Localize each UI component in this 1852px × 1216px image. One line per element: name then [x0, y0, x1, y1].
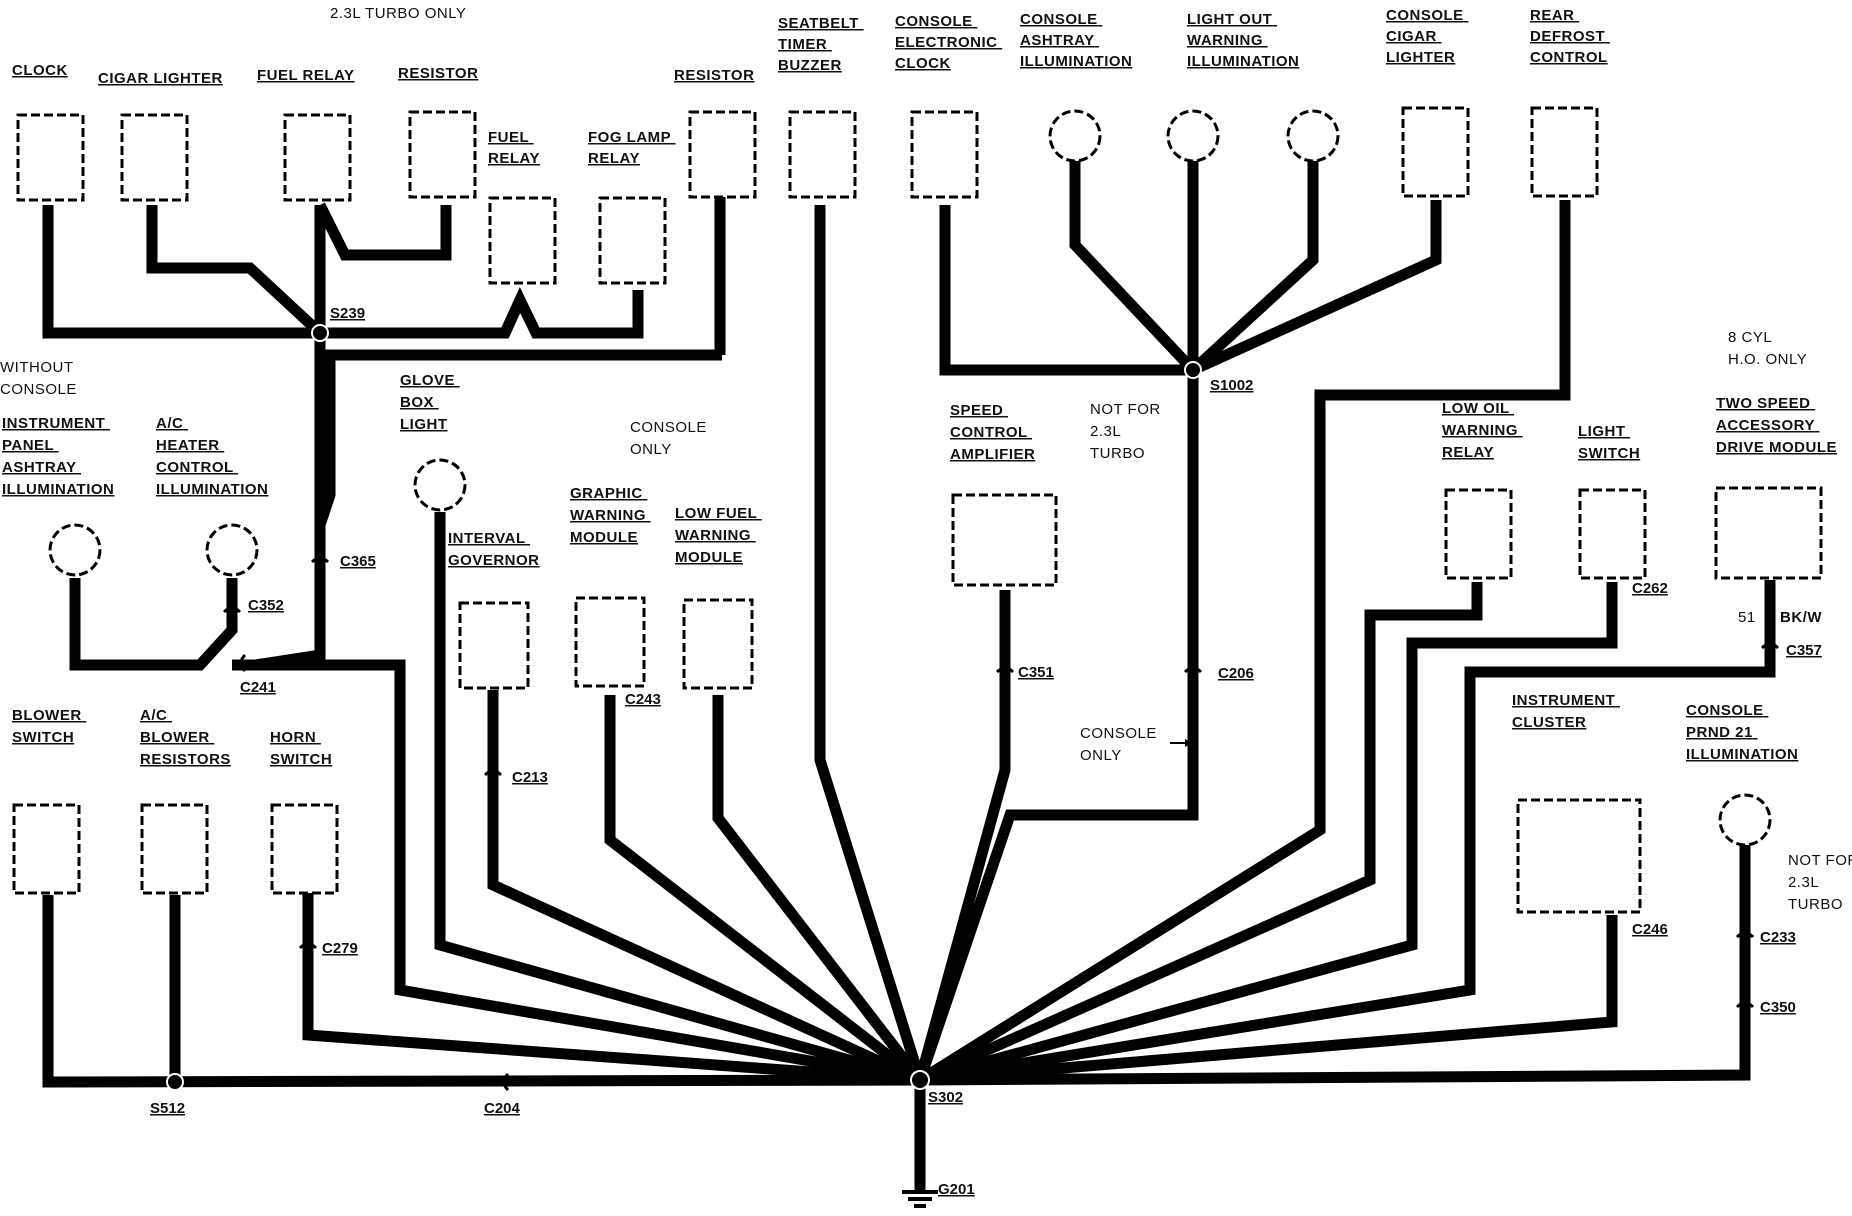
splice-s302	[910, 1070, 930, 1090]
connector-c246: C246	[1632, 921, 1668, 938]
connector-c350: C350	[1760, 999, 1796, 1016]
not-for-turbo-right-note: NOT FOR 2.3L TURBO	[1788, 852, 1852, 913]
clock-box	[16, 113, 85, 202]
connector-s239: S239	[330, 305, 365, 322]
splice-s1002	[1184, 361, 1202, 379]
fuel-relay-top-label: FUEL RELAY	[257, 67, 355, 84]
instrument-cluster-label: INSTRUMENT CLUSTER	[1512, 692, 1620, 731]
resistor-left-label: RESISTOR	[398, 65, 478, 82]
light-switch-label: LIGHT SWITCH	[1578, 423, 1640, 462]
not-for-turbo-mid-note: NOT FOR 2.3L TURBO	[1090, 401, 1165, 462]
labels: 2.3L TURBO ONLY CLOCK CIGAR LIGHTER FUEL…	[0, 5, 1852, 1198]
low-oil-label: LOW OIL WARNING RELAY	[1442, 400, 1523, 461]
graphic-warning-box	[574, 596, 646, 688]
ip-ashtray-bulb	[48, 523, 102, 577]
light-out-label: LIGHT OUT WARNING ILLUMINATION	[1187, 11, 1299, 70]
two-speed-label: TWO SPEED ACCESSORY DRIVE MODULE	[1716, 395, 1837, 456]
wire-bkw-label: BK/W	[1780, 609, 1822, 626]
component-boxes	[12, 106, 1823, 914]
clock-label: CLOCK	[12, 62, 68, 79]
ground-icon	[902, 1190, 938, 1208]
connector-s302: S302	[928, 1089, 963, 1106]
light-out-bulb-2	[1286, 109, 1340, 163]
without-console-note: WITHOUT CONSOLE	[0, 359, 78, 398]
connector-marks	[222, 556, 1780, 1092]
console-prnd-bulb	[1718, 793, 1772, 847]
diagram-title: 2.3L TURBO ONLY	[330, 5, 466, 22]
horn-switch-label: HORN SWITCH	[270, 729, 332, 768]
console-clock-box	[910, 110, 979, 199]
connector-c241: C241	[240, 679, 276, 696]
console-prnd-label: CONSOLE PRND 21 ILLUMINATION	[1686, 702, 1798, 763]
connector-c351: C351	[1018, 664, 1054, 681]
connector-c365: C365	[340, 553, 376, 570]
connector-s512: S512	[150, 1100, 185, 1117]
ac-blower-box	[140, 803, 209, 895]
seatbelt-timer-box	[788, 110, 857, 199]
blower-switch-label: BLOWER SWITCH	[12, 707, 86, 746]
resistor-left-box	[408, 110, 477, 199]
ip-ashtray-label: INSTRUMENT PANEL ASHTRAY ILLUMINATION	[2, 415, 114, 498]
glove-box-bulb	[413, 458, 467, 512]
blower-switch-box	[12, 803, 81, 895]
connector-c206: C206	[1218, 665, 1254, 682]
rear-defrost-label: REAR DEFROST CONTROL	[1530, 7, 1610, 66]
speed-control-label: SPEED CONTROL AMPLIFIER	[950, 402, 1035, 463]
seatbelt-timer-label: SEATBELT TIMER BUZZER	[778, 15, 864, 74]
interval-governor-box	[458, 601, 530, 690]
horn-switch-box	[270, 803, 339, 895]
rear-defrost-box	[1530, 106, 1599, 198]
low-oil-box	[1444, 488, 1513, 580]
connector-g201: G201	[938, 1181, 975, 1198]
fuel-relay-box	[488, 196, 557, 285]
console-cigar-box	[1401, 106, 1470, 198]
two-speed-box	[1714, 486, 1823, 580]
low-fuel-box	[682, 598, 754, 690]
splice-s512	[166, 1073, 184, 1091]
splices	[166, 324, 1202, 1208]
resistor-right-box	[688, 110, 757, 199]
fuel-relay-top-box	[283, 113, 352, 202]
connector-c262: C262	[1632, 580, 1668, 597]
connector-c204: C204	[484, 1100, 521, 1117]
light-out-bulb	[1166, 109, 1220, 163]
wire-51-label: 51	[1738, 609, 1756, 626]
wires	[42, 122, 1776, 1190]
ac-heater-bulb	[205, 523, 259, 577]
resistor-right-label: RESISTOR	[674, 67, 754, 84]
console-ashtray-label: CONSOLE ASHTRAY ILLUMINATION	[1020, 11, 1132, 70]
graphic-warning-label: GRAPHIC WARNING MODULE	[570, 485, 651, 546]
arrow-icon	[1170, 739, 1192, 747]
ac-heater-label: A/C HEATER CONTROL ILLUMINATION	[156, 415, 268, 498]
light-switch-box	[1578, 488, 1647, 580]
connector-c213: C213	[512, 769, 548, 786]
console-only-center-note: CONSOLE ONLY	[630, 419, 712, 458]
instrument-cluster-box	[1516, 798, 1642, 914]
ac-blower-label: A/C BLOWER RESISTORS	[140, 707, 231, 768]
fog-lamp-relay-label: FOG LAMP RELAY	[588, 129, 676, 167]
connector-c243: C243	[625, 691, 661, 708]
interval-governor-label: INTERVAL GOVERNOR	[448, 530, 540, 569]
speed-control-box	[951, 493, 1058, 587]
cigar-lighter-label: CIGAR LIGHTER	[98, 70, 223, 87]
console-clock-label: CONSOLE ELECTRONIC CLOCK	[895, 13, 1002, 72]
console-only-arrow-note: CONSOLE ONLY	[1080, 725, 1162, 764]
fuel-relay-label: FUEL RELAY	[488, 129, 540, 167]
splice-s239	[311, 324, 329, 342]
connector-c352: C352	[248, 597, 284, 614]
fog-lamp-relay-box	[598, 196, 667, 285]
connector-c279: C279	[322, 940, 358, 957]
console-ashtray-bulb	[1048, 109, 1102, 163]
low-fuel-label: LOW FUEL WARNING MODULE	[675, 505, 762, 566]
cigar-lighter-box	[120, 113, 189, 202]
cyl-ho-note: 8 CYL H.O. ONLY	[1728, 329, 1807, 368]
connector-c357: C357	[1786, 642, 1822, 659]
glove-box-label: GLOVE BOX LIGHT	[400, 372, 460, 433]
connector-c233: C233	[1760, 929, 1796, 946]
connector-s1002: S1002	[1210, 377, 1253, 394]
console-cigar-label: CONSOLE CIGAR LIGHTER	[1386, 7, 1468, 66]
